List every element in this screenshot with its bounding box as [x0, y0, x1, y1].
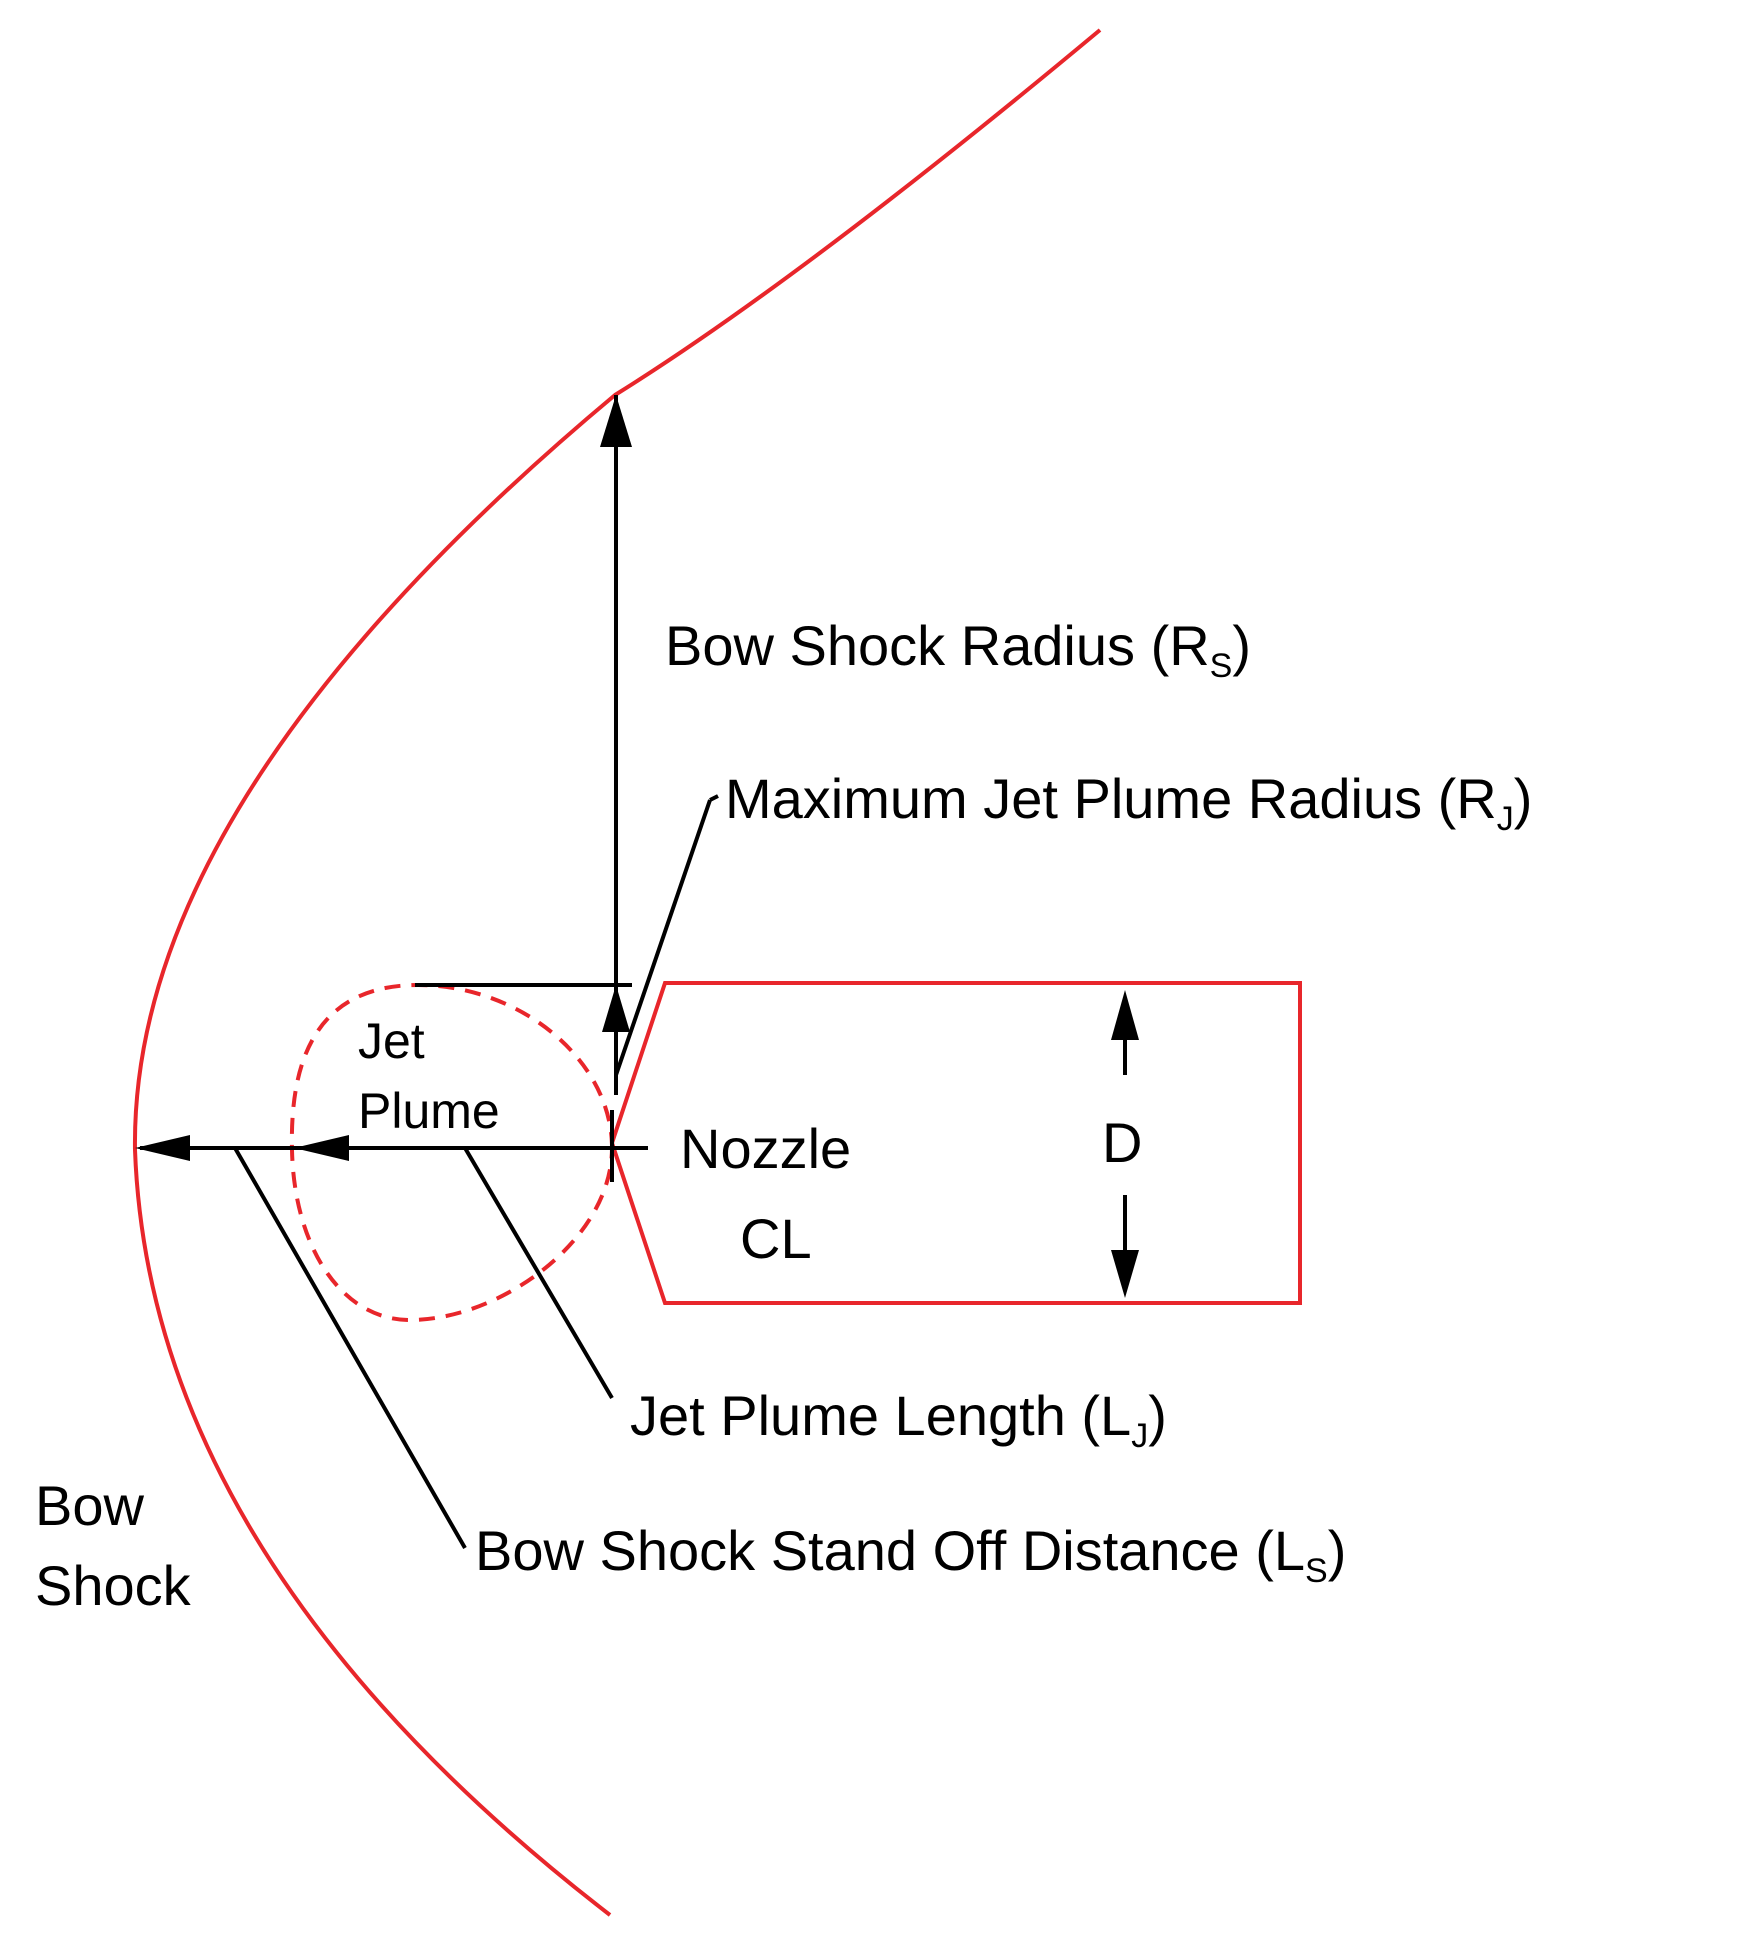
max-plume-radius-leader	[614, 799, 712, 1076]
bow-shock-radius-arrowhead	[600, 395, 632, 447]
bow-shock-standoff-label: Bow Shock Stand Off Distance (LS)	[475, 1519, 1346, 1590]
standoff-arrowhead	[135, 1135, 190, 1161]
diameter-arrowhead-top	[1111, 990, 1139, 1040]
max-jet-plume-radius-label: Maximum Jet Plume Radius (RJ)	[725, 767, 1532, 838]
diameter-label: D	[1102, 1111, 1142, 1174]
bow-shock-label-line2: Shock	[35, 1554, 192, 1617]
jet-plume-label-line1: Jet	[358, 1013, 425, 1069]
bow-shock-curve	[132, 28, 1102, 1917]
jet-plume-label-line2: Plume	[358, 1083, 500, 1139]
jet-plume-length-label: Jet Plume Length (LJ)	[630, 1384, 1167, 1455]
bow-shock-label-line1: Bow	[35, 1474, 144, 1537]
nozzle-body-outline	[609, 981, 1302, 1305]
diameter-arrowhead-bottom	[1111, 1250, 1139, 1298]
plume-length-leader	[463, 1146, 614, 1400]
nozzle-cl-label-line2: CL	[740, 1207, 812, 1270]
nozzle-cl-label-line1: Nozzle	[680, 1117, 851, 1180]
standoff-leader	[233, 1147, 467, 1549]
plume-radius-arrowhead	[602, 985, 630, 1032]
max-plume-radius-leader-tail	[709, 794, 719, 802]
bow-shock-radius-label: Bow Shock Radius (RS)	[665, 614, 1251, 685]
plume-length-arrowhead	[294, 1135, 349, 1161]
